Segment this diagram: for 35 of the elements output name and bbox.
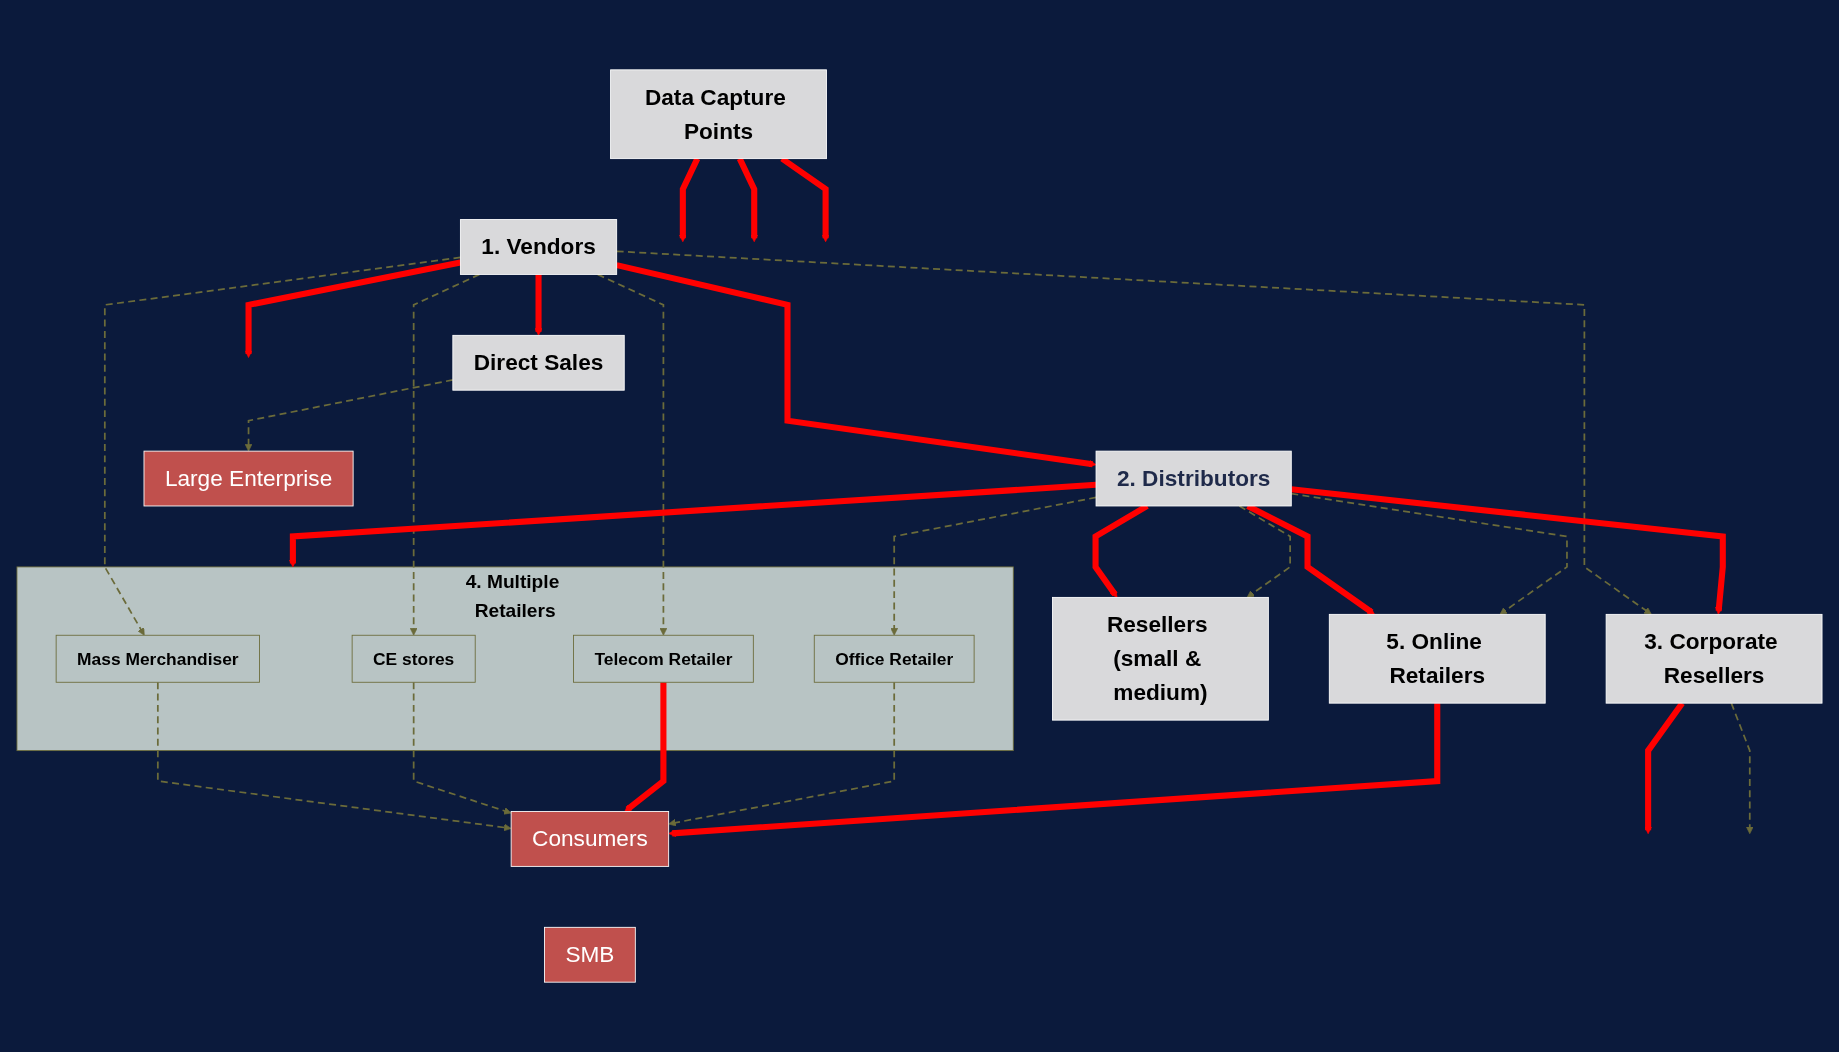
node-box: Consumers — [510, 811, 670, 867]
node-box: SMB — [544, 926, 636, 983]
arrow — [736, 157, 759, 243]
arrow — [616, 262, 1097, 468]
arrow — [1730, 702, 1754, 835]
arrow — [534, 274, 543, 336]
node-box: Mass Merchandiser — [55, 634, 260, 683]
arrow — [1238, 505, 1291, 598]
arrow — [103, 256, 462, 636]
node-box: CE stores — [351, 634, 476, 683]
arrow — [596, 273, 668, 636]
arrow — [615, 250, 1652, 615]
arrow — [668, 681, 896, 827]
node-box: Data Capture Points — [610, 69, 827, 160]
arrow — [412, 681, 512, 815]
arrow — [156, 681, 512, 832]
node-box: Resellers (small & medium) — [1052, 596, 1269, 721]
arrow — [244, 379, 454, 452]
arrow — [289, 481, 1097, 568]
arrow — [1290, 486, 1726, 615]
arrow — [668, 703, 1441, 837]
node-box: Large Enterprise — [143, 450, 354, 507]
arrow — [244, 259, 461, 358]
node-box: 1. Vendors — [459, 219, 618, 275]
node-box: Office Retailer — [813, 634, 975, 683]
node-box: 2. Distributors — [1095, 450, 1292, 507]
node-box: Telecom Retailer — [573, 634, 754, 683]
node-box: Direct Sales — [452, 334, 625, 391]
arrow — [409, 273, 481, 636]
node-box: 5. Online Retailers — [1328, 613, 1546, 704]
arrow — [624, 682, 667, 812]
node-box: 3. Corporate Resellers — [1605, 613, 1823, 704]
arrow — [679, 157, 701, 243]
arrow — [1290, 492, 1568, 615]
arrow — [890, 496, 1097, 636]
